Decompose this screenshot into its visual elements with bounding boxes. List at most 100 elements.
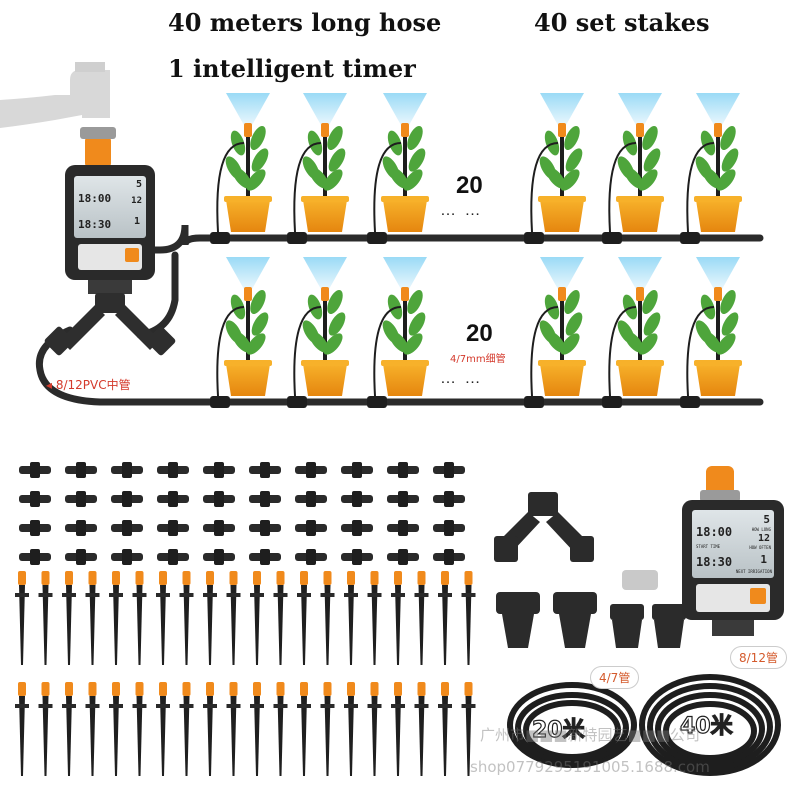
connector-icon [157, 491, 189, 507]
connector-icon [111, 462, 143, 478]
stake-icon [132, 682, 147, 776]
sprinkler-icon [367, 257, 429, 408]
stake-icon [85, 682, 100, 776]
potted-plant-icon [381, 289, 429, 396]
sprinkler-icon [524, 93, 586, 244]
potted-plant-icon [694, 289, 742, 396]
connector-icon [203, 520, 235, 536]
connector-icon [111, 520, 143, 536]
connector-icon [157, 549, 189, 565]
stake-icon [320, 682, 335, 776]
connector-icon [157, 520, 189, 536]
connector-icon [387, 462, 419, 478]
y-splitter-icon [494, 492, 594, 562]
connector-icon [19, 462, 51, 478]
potted-plant-icon [301, 125, 349, 232]
connector-icon [496, 570, 686, 648]
connector-icon [65, 491, 97, 507]
stake-icon [15, 571, 29, 665]
timer-time-bottom: 18:30 [78, 218, 112, 231]
connector-icon [249, 549, 281, 565]
potted-plant-icon [616, 125, 664, 232]
connector-icon [387, 549, 419, 565]
connector-icon [295, 520, 327, 536]
connector-icon [295, 491, 327, 507]
thin-hose-label: 4/7管 [590, 666, 640, 689]
connector-icon [249, 491, 281, 507]
connector-icon [65, 462, 97, 478]
stake-icon [85, 571, 100, 665]
stake-icon [438, 571, 452, 665]
connector-icon [249, 520, 281, 536]
sprinkler-icon [602, 93, 664, 244]
stake-icon [461, 571, 476, 665]
stake-icon [297, 682, 311, 776]
row1-ellipsis: … … [440, 202, 483, 219]
row1-count: 20 [456, 172, 483, 199]
row2-tube-note: 4/7mm细管 [450, 354, 506, 365]
stake-icon [15, 682, 29, 776]
timer-day: 5 [135, 179, 142, 190]
stake-icon [179, 571, 194, 665]
main-hose-label: 8/12管 [730, 646, 787, 669]
timer-icon [682, 466, 784, 636]
kit-timer-next-label: NEXT IRRIGATION [735, 569, 772, 574]
timer-icon [65, 127, 155, 294]
y-splitter-icon [44, 293, 176, 356]
connector-icon [157, 462, 189, 478]
timer-time-top: 18:00 [78, 192, 112, 205]
connector-icon [295, 462, 327, 478]
connector-icon [249, 462, 281, 478]
stake-icon [226, 682, 241, 776]
sprinkler-icon [287, 257, 349, 408]
main-hose-length: 40米 [679, 713, 733, 739]
main-pipe-label: ◂ 8/12PVC中管 [46, 378, 131, 392]
stake-icon [273, 571, 288, 665]
connector-icon [433, 520, 465, 536]
stake-icon [344, 682, 358, 776]
sprinkler-icon [680, 257, 742, 408]
sprinkler-icon [367, 93, 429, 244]
stake-icon [38, 682, 53, 776]
stake-grid [15, 571, 476, 776]
headline-stakes: 40 set stakes [534, 8, 710, 37]
stake-icon [344, 571, 358, 665]
headline-hose: 40 meters long hose [168, 8, 442, 37]
sprinkler-icon [210, 93, 272, 244]
stake-icon [179, 682, 194, 776]
sprinkler-icon [287, 93, 349, 244]
connector-icon [341, 549, 373, 565]
main-pipe-label-text: 8/12PVC中管 [55, 378, 131, 392]
connector-icon [433, 462, 465, 478]
connector-icon [203, 491, 235, 507]
kit-timer-how-long: HOW LONG [751, 527, 771, 532]
connector-icon [433, 491, 465, 507]
kit-timer-time-bottom: 18:30 [696, 555, 733, 569]
connector-icon [19, 549, 51, 565]
connector-icon [65, 549, 97, 565]
sprinkler-icon [210, 257, 272, 408]
sprinkler-icon [602, 257, 664, 408]
watermark-shop: shop0779295191005.1688.com [470, 758, 710, 776]
stake-icon [226, 571, 241, 665]
hose-coil-icon [507, 674, 781, 776]
stake-icon [203, 571, 217, 665]
kit-timer-interval: 1 [760, 553, 767, 566]
connector-icon [19, 491, 51, 507]
connector-icon [341, 491, 373, 507]
connector-icon [111, 549, 143, 565]
sprinkler-icon [680, 93, 742, 244]
stake-icon [250, 571, 264, 665]
stake-icon [62, 682, 76, 776]
stake-icon [109, 682, 123, 776]
potted-plant-icon [224, 289, 272, 396]
connector-icon [203, 549, 235, 565]
watermark-company: 广州市■■■新特园艺■■■公司 [480, 726, 701, 744]
stake-icon [156, 682, 170, 776]
row2-count: 20 [466, 320, 493, 347]
kit-timer-duration: 12 [757, 533, 770, 544]
stake-icon [38, 571, 53, 665]
kit-timer-day: 5 [763, 513, 770, 526]
connector-icon [387, 520, 419, 536]
stake-icon [391, 571, 405, 665]
